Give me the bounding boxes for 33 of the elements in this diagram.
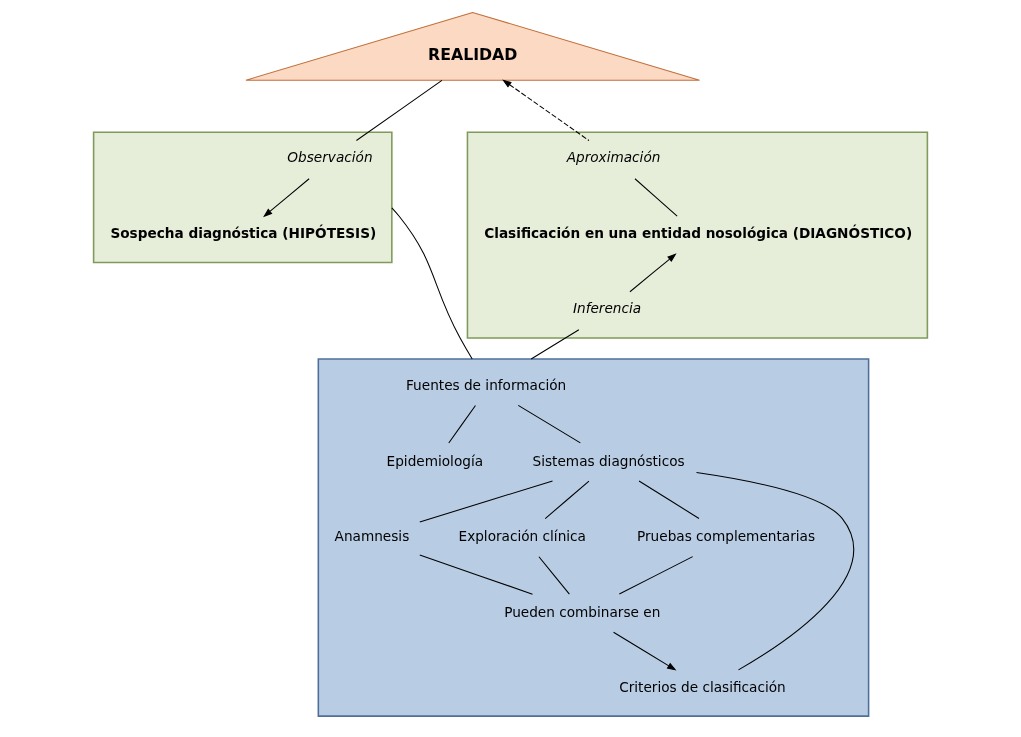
connector	[638, 480, 700, 519]
node-text: Epidemiología	[386, 452, 484, 469]
connector	[544, 480, 590, 520]
connector	[355, 79, 443, 142]
connector	[530, 329, 580, 360]
connector	[618, 556, 694, 595]
connector	[448, 405, 476, 444]
connector	[695, 472, 855, 671]
node-text: Aproximación	[566, 149, 661, 166]
arrow	[502, 79, 590, 142]
connector	[634, 178, 678, 217]
node-text: Observación	[287, 149, 373, 166]
connector	[419, 480, 554, 523]
arrow	[629, 253, 677, 293]
cluster	[466, 131, 929, 339]
node-text: Sistemas diagnósticos	[532, 452, 685, 469]
node-text: Fuentes de información	[406, 376, 567, 393]
node-text: Sospecha diagnóstica (HIPÓTESIS)	[110, 224, 377, 241]
cluster	[317, 358, 870, 717]
node-text: Pruebas complementarias	[637, 528, 816, 545]
node-text: Exploración clínica	[458, 528, 586, 545]
connector	[517, 404, 581, 444]
node-text: Criterios de clasificación	[619, 679, 786, 696]
connector	[538, 556, 570, 595]
arrow	[263, 178, 310, 218]
connector	[391, 207, 473, 360]
node-text: Inferencia	[572, 300, 642, 317]
cluster	[92, 131, 393, 264]
node-text: Anamnesis	[334, 528, 410, 545]
connector	[419, 554, 533, 595]
node-text: Pueden combinarse en	[504, 603, 661, 620]
node-text: Clasificación en una entidad nosológica (DIAGNÓSTICO)	[484, 224, 913, 241]
arrow	[613, 631, 677, 671]
